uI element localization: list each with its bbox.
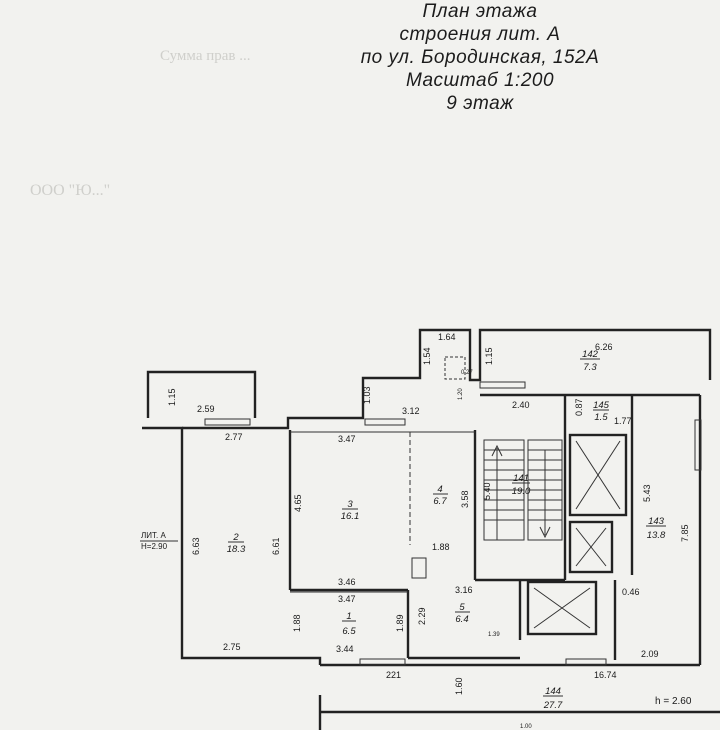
plan-scale: Масштаб 1:200 [405,70,555,91]
room-number: 141 [513,473,529,484]
elevator-shafts [526,433,628,636]
left-outer-wall [142,426,322,665]
dimension-label: 6.26 [595,342,613,352]
dimension-label: 1.39 [488,632,500,638]
dimension-label: 2.29 [417,607,427,625]
dimension-label: 221 [386,670,401,680]
plan-title: План этажа [422,1,538,22]
window [364,418,406,426]
dimension-label: 1.15 [484,347,494,365]
dimension-label: 7.85 [680,524,690,542]
plan-subtitle-building: строения лит. А [399,24,561,45]
dimension-label: 2.59 [197,404,215,414]
dimension-label: 1.88 [292,614,302,632]
plan-floor: 9 этаж [446,93,514,114]
elevator-shaft [575,527,607,567]
staircase [483,439,563,541]
elevator-shaft [575,440,621,510]
dimension-label: 3.16 [455,585,473,595]
room-number: 143 [648,516,665,527]
dimension-label: 1.03 [362,386,372,404]
plan-walls [142,328,720,730]
elevator-shaft [568,520,614,574]
room-number: 4 [437,484,442,495]
dimension-label: 5.43 [642,484,652,502]
ventilation-duct [444,356,466,380]
top-outer-wall [182,328,712,430]
room-area: 1.5 [594,412,608,423]
dimension-label: 3.12 [402,406,420,416]
dimension-label: 3.58 [460,490,470,508]
room-number: 145 [593,400,610,411]
room-area: 6.5 [342,626,356,637]
dimension-label: 2.77 [225,432,243,442]
room-number: 142 [582,349,599,360]
dimension-label: 1.88 [432,542,450,552]
dimension-label: 5.40 [482,482,492,500]
room-labels: 2 18.3 3 16.1 4 6.7 1 6.5 5 6.4 141 19.0… [140,349,692,711]
plan-address: по ул. Бородинская, 152А [360,47,600,68]
dimension-label: 16.74 [594,670,617,680]
dimension-label: 1.64 [438,332,456,342]
dimension-label: 3.47 [338,594,356,604]
room-area: 18.3 [227,544,246,555]
dimension-label: 2.40 [512,400,530,410]
dimension-label: 0.87 [574,398,584,416]
floor-height-label: H=2.90 [141,542,168,551]
stair-arrow-up-head [491,444,503,457]
dimension-label: 1.00 [520,724,532,730]
room-area: 27.7 [543,700,563,711]
room-area: 16.1 [341,511,360,522]
dimension-label: 1.60 [454,677,464,695]
room-number: 1 [346,611,351,622]
dimension-label: 2.09 [641,649,659,659]
dimension-label: 0.46 [622,587,640,597]
room-area: 6.4 [455,614,468,625]
dimension-label: 1.77 [614,416,632,426]
dimension-labels: 1.64 1.54 1.15 6.26 1.15 1.03 3.12 2.40 … [167,332,690,730]
dimension-label: 1.89 [395,614,405,632]
room-number: 5 [459,602,465,613]
dimension-label: 6.63 [191,537,201,555]
window [359,658,406,666]
room-area: 7.3 [583,362,597,373]
window [204,418,251,426]
corridor-height-label: h = 2.60 [655,696,692,707]
room-area: 6.7 [433,496,447,507]
dimension-label: 3.47 [338,434,356,444]
window [694,419,702,471]
elevator-shaft [526,580,598,636]
window [479,381,526,389]
room-area: 19.0 [512,486,531,497]
dimension-label: 0.27 [461,370,473,376]
dimension-label: 1.20 [458,388,464,400]
elevator-shaft [533,587,591,629]
elevator-shaft [568,433,628,517]
floor-lit-label: ЛИТ. А [141,531,166,540]
dimension-label: 1.15 [167,388,177,406]
dimension-label: 3.46 [338,577,356,587]
room-number: 144 [545,686,561,697]
room-number: 3 [347,499,353,510]
faint-background-text: Сумма прав ... [160,48,251,64]
room-number: 2 [232,532,239,543]
dimension-label: 6.61 [271,537,281,555]
window [565,658,607,666]
room-area: 13.8 [647,530,666,541]
dimension-label: 4.65 [293,494,303,512]
shaft-block [411,557,427,579]
dimension-label: 3.44 [336,644,354,654]
plan-title-block: План этажа строения лит. А по ул. Бороди… [300,0,660,115]
faint-background-text: ООО "Ю..." [30,182,111,199]
stair-arrow-down-head [539,526,551,539]
dimension-label: 1.54 [422,347,432,365]
windows [204,381,702,666]
balcony-wall [146,370,257,418]
dimension-label: 2.75 [223,642,241,652]
